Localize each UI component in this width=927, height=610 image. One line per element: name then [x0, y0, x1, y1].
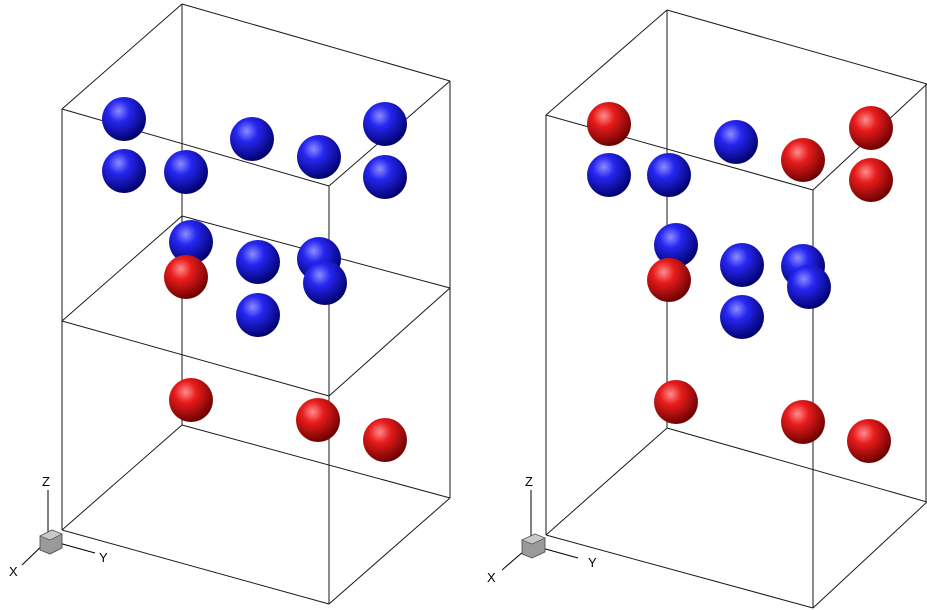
right-red-atom	[647, 258, 691, 302]
left-y-axis-label: Y	[99, 550, 108, 565]
right-blue-atom	[647, 153, 691, 197]
right-blue-atom	[654, 223, 698, 267]
left-blue-atom	[102, 149, 146, 193]
right-axis-triad: Z Y X	[487, 474, 597, 585]
right-blue-atom	[787, 265, 831, 309]
left-blue-atom	[303, 261, 347, 305]
left-z-axis-label: Z	[42, 474, 50, 489]
left-blue-atom	[102, 97, 146, 141]
right-z-axis-label: Z	[525, 474, 533, 489]
left-panel: Z Y X	[9, 3, 451, 605]
right-red-atom	[654, 380, 698, 424]
left-blue-atom	[363, 102, 407, 146]
right-red-atom	[847, 419, 891, 463]
left-red-atom	[169, 378, 213, 422]
left-blue-atom	[169, 220, 213, 264]
right-red-atom	[849, 158, 893, 202]
right-y-axis-label: Y	[588, 555, 597, 570]
left-atoms	[102, 97, 407, 462]
right-red-atom	[781, 400, 825, 444]
right-blue-atom	[720, 295, 764, 339]
right-red-atom	[781, 138, 825, 182]
left-x-axis-label: X	[9, 564, 18, 579]
left-blue-atom	[236, 293, 280, 337]
left-blue-atom	[230, 117, 274, 161]
left-blue-atom	[297, 135, 341, 179]
right-blue-atom	[720, 243, 764, 287]
right-x-axis-label: X	[487, 570, 496, 585]
left-axis-triad: Z Y X	[9, 474, 108, 579]
left-blue-atom	[363, 155, 407, 199]
right-blue-atom	[714, 120, 758, 164]
right-red-atom	[849, 106, 893, 150]
left-blue-atom	[236, 240, 280, 284]
left-red-atom	[296, 398, 340, 442]
right-panel: Z Y X	[487, 9, 927, 609]
left-red-atom	[363, 418, 407, 462]
left-blue-atom	[164, 150, 208, 194]
left-red-atom	[164, 255, 208, 299]
right-red-atom	[587, 102, 631, 146]
right-blue-atom	[587, 153, 631, 197]
right-atoms	[587, 102, 893, 463]
